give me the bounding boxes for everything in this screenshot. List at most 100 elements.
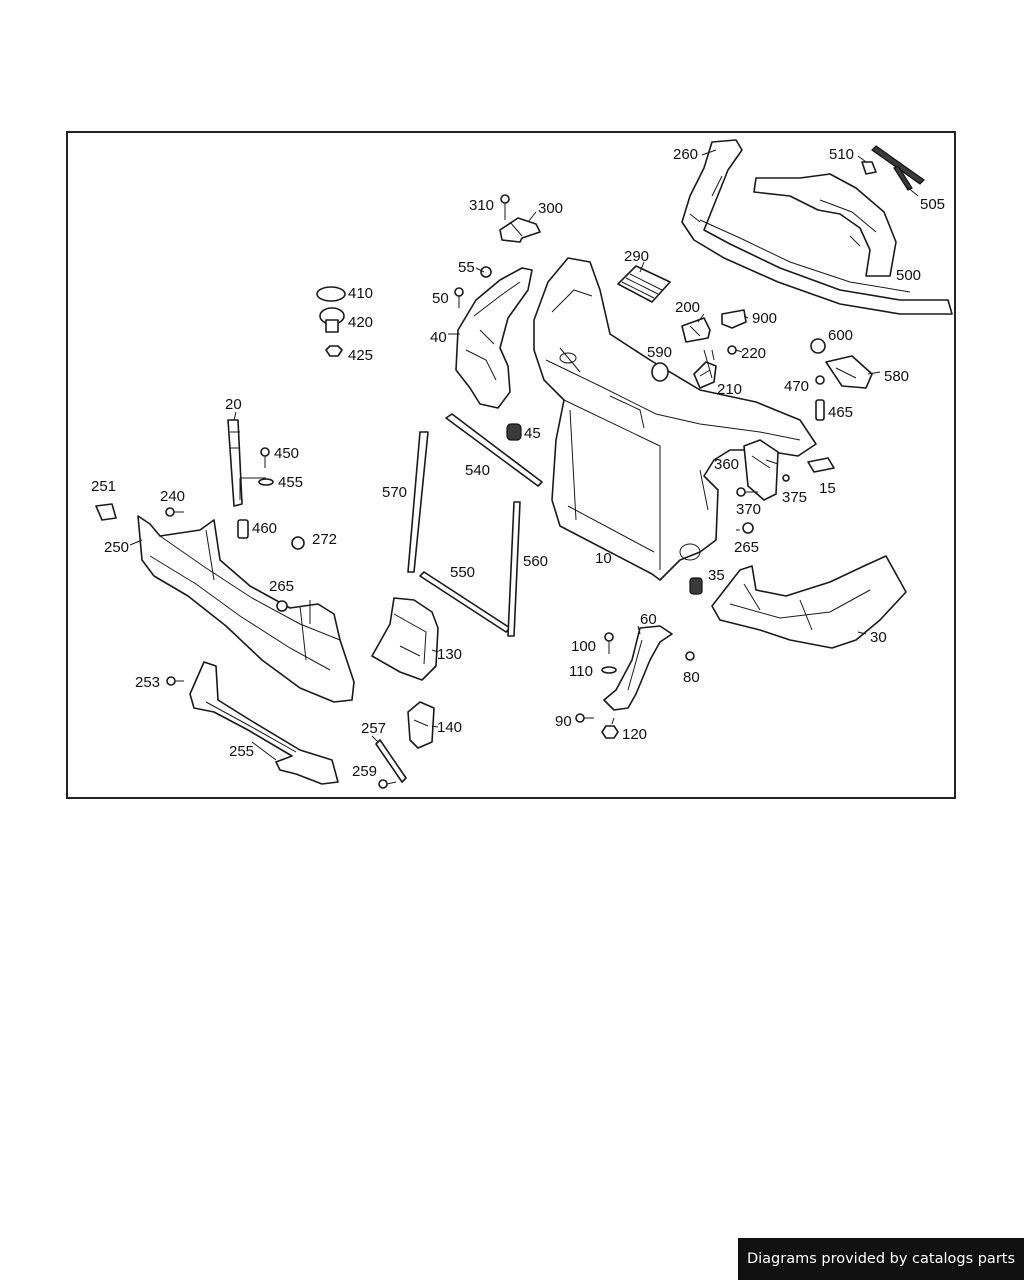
part-60-support[interactable] <box>603 625 673 711</box>
callout-360: 360 <box>714 456 739 473</box>
callout-labels: 260 510 505 500 310 300 290 55 50 40 410… <box>91 146 945 780</box>
part-290-grille[interactable] <box>617 265 671 303</box>
callout-510: 510 <box>829 146 854 163</box>
part-540-seal[interactable] <box>445 413 543 487</box>
part-425-nut[interactable] <box>325 345 343 357</box>
part-257-link[interactable] <box>375 739 407 783</box>
callout-255: 255 <box>229 743 254 760</box>
callout-20: 20 <box>225 396 242 413</box>
part-45-grommet[interactable] <box>506 423 522 441</box>
leader-lines <box>129 149 919 761</box>
part-210-latch[interactable] <box>693 361 717 389</box>
callout-500: 500 <box>896 267 921 284</box>
part-500-air-duct[interactable] <box>753 173 897 277</box>
diagram-frame <box>66 131 956 799</box>
callout-40: 40 <box>430 329 447 346</box>
part-40-headlamp-bracket-left[interactable] <box>455 267 533 409</box>
part-580-bracket[interactable] <box>825 355 873 389</box>
part-410-cap[interactable] <box>316 286 346 302</box>
callout-505: 505 <box>920 196 945 213</box>
part-460-sleeve[interactable] <box>237 519 249 539</box>
part-560-seal[interactable] <box>507 501 521 637</box>
part-55-nut[interactable] <box>480 266 492 278</box>
part-200-lock[interactable] <box>681 317 711 343</box>
callout-550: 550 <box>450 564 475 581</box>
callout-90: 90 <box>555 713 572 730</box>
part-375-washer[interactable] <box>782 474 790 482</box>
part-265-bolt-right[interactable] <box>736 522 754 534</box>
callout-540: 540 <box>465 462 490 479</box>
part-110-washer[interactable] <box>601 666 617 674</box>
callout-10: 10 <box>595 550 612 567</box>
callout-120: 120 <box>622 726 647 743</box>
part-310-screw[interactable] <box>500 194 510 220</box>
callout-900: 900 <box>752 310 777 327</box>
callout-470: 470 <box>784 378 809 395</box>
credit-text: Diagrams provided by catalogs parts <box>746 1251 1016 1267</box>
credit-banner: Diagrams provided by catalogs parts <box>738 1238 1024 1280</box>
part-505-brace[interactable] <box>871 145 925 191</box>
part-253-bolt[interactable] <box>166 676 184 686</box>
part-590-cap[interactable] <box>651 362 669 382</box>
callout-240: 240 <box>160 488 185 505</box>
callout-580: 580 <box>884 368 909 385</box>
part-251-cap[interactable] <box>95 503 117 521</box>
callout-560: 560 <box>523 553 548 570</box>
part-360-bracket[interactable] <box>743 439 779 501</box>
callout-210: 210 <box>717 381 742 398</box>
callout-375: 375 <box>782 489 807 506</box>
part-510-clip[interactable] <box>861 161 877 175</box>
part-265-bolt-left[interactable] <box>276 600 288 612</box>
part-50-bolt[interactable] <box>454 287 464 308</box>
part-140-bracket[interactable] <box>407 701 435 749</box>
part-15-clip[interactable] <box>807 457 835 473</box>
part-260-upper-carrier[interactable] <box>681 139 953 315</box>
callout-220: 220 <box>741 345 766 362</box>
part-120-nut[interactable] <box>601 725 619 739</box>
part-240-bolt[interactable] <box>165 507 184 517</box>
part-450-bolt[interactable] <box>260 447 270 468</box>
callout-60: 60 <box>640 611 657 628</box>
part-80-bolt[interactable] <box>685 651 695 661</box>
part-30-headlamp-bracket-right[interactable] <box>711 555 907 649</box>
part-130-air-guide[interactable] <box>371 597 439 681</box>
part-300-bracket[interactable] <box>499 217 541 243</box>
callout-310: 310 <box>469 197 494 214</box>
callout-260: 260 <box>673 146 698 163</box>
callout-450: 450 <box>274 445 299 462</box>
part-900-label[interactable] <box>721 309 747 329</box>
part-10-front-module[interactable] <box>533 257 817 581</box>
callout-410: 410 <box>348 285 373 302</box>
part-220-screw[interactable] <box>727 345 743 355</box>
part-100-bolt[interactable] <box>604 632 614 654</box>
callout-110: 110 <box>569 663 593 680</box>
part-90-bolt[interactable] <box>575 713 594 723</box>
callout-265-left: 265 <box>269 578 294 595</box>
callout-455: 455 <box>278 474 303 491</box>
callout-590: 590 <box>647 344 672 361</box>
callout-272: 272 <box>312 531 337 548</box>
part-259-bolt[interactable] <box>378 779 397 789</box>
part-255-brace[interactable] <box>189 661 339 785</box>
part-465-pin[interactable] <box>815 399 825 421</box>
part-420-buffer[interactable] <box>319 307 345 333</box>
callout-253: 253 <box>135 674 160 691</box>
callout-425: 425 <box>348 347 373 364</box>
callout-370: 370 <box>736 501 761 518</box>
callout-140: 140 <box>437 719 462 736</box>
part-455-washer[interactable] <box>258 478 274 486</box>
part-370-bolt[interactable] <box>736 487 758 497</box>
part-600-plug[interactable] <box>810 338 826 354</box>
part-20-rod[interactable] <box>227 419 243 507</box>
part-470-bolt[interactable] <box>815 375 825 385</box>
callout-250: 250 <box>104 539 129 556</box>
part-250-bumper-carrier[interactable] <box>137 515 355 703</box>
callout-570: 570 <box>382 484 407 501</box>
callout-251: 251 <box>91 478 116 495</box>
callout-460: 460 <box>252 520 277 537</box>
part-272-grommet[interactable] <box>291 536 305 550</box>
callout-259: 259 <box>352 763 377 780</box>
part-570-seal[interactable] <box>407 431 429 573</box>
callout-55: 55 <box>458 259 475 276</box>
part-35-buffer[interactable] <box>689 577 703 595</box>
